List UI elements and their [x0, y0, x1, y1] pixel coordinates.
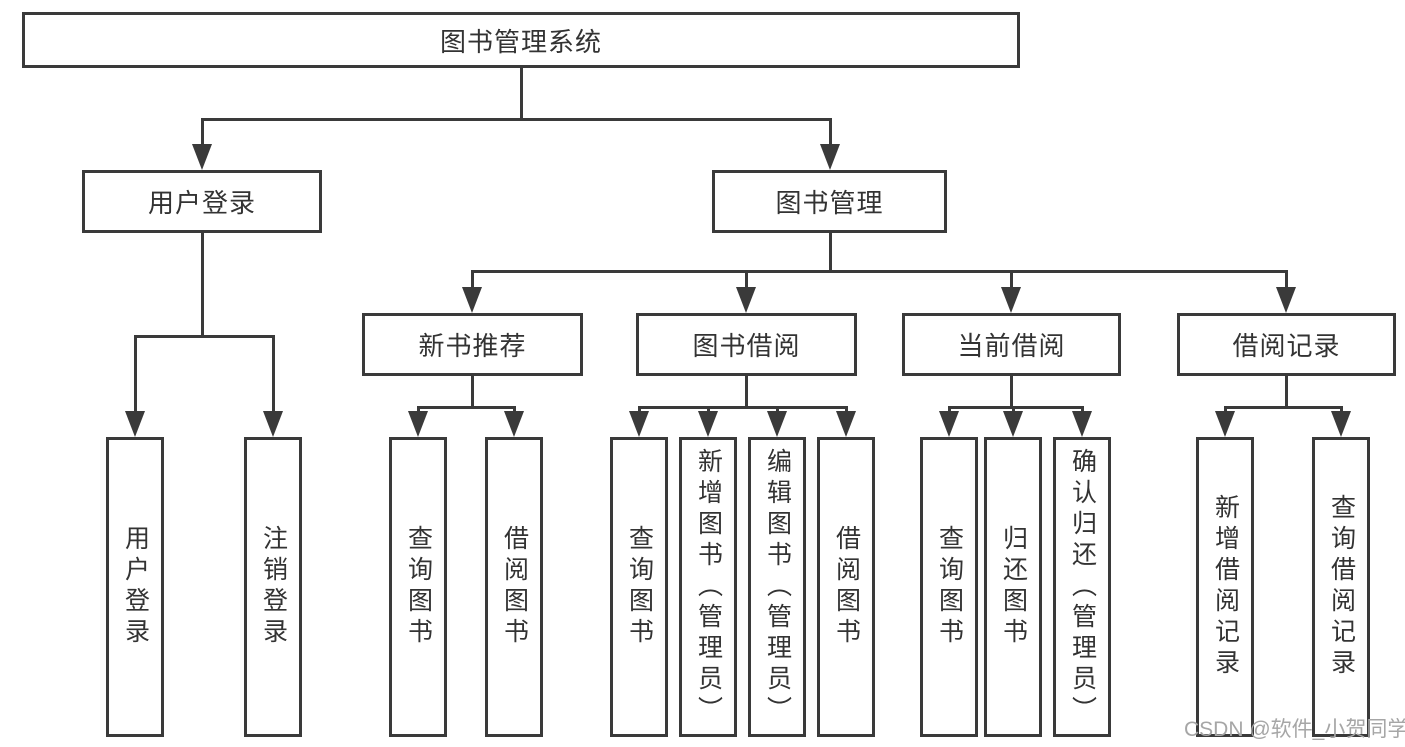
leaf-bb-edit-books-admin-label: 编辑图书（管理员）	[763, 447, 792, 727]
leaf-bb-query-books: 查询图书	[610, 437, 668, 737]
connector-line	[417, 406, 515, 409]
leaf-user-login-label: 用户登录	[121, 525, 150, 649]
connector-line	[1010, 376, 1013, 408]
node-current-borrowing-label: 当前借阅	[957, 331, 1066, 361]
connector-line	[1224, 406, 1227, 415]
leaf-br-query-record-label: 查询借阅记录	[1327, 494, 1356, 680]
connector-line	[638, 406, 641, 415]
leaf-br-add-record: 新增借阅记录	[1196, 437, 1254, 737]
arrowhead-down-icon	[629, 411, 649, 437]
node-borrowing-records: 借阅记录	[1177, 313, 1396, 376]
arrowhead-down-icon	[1276, 287, 1296, 313]
leaf-bb-borrow-books: 借阅图书	[817, 437, 875, 737]
arrowhead-down-icon	[125, 411, 145, 437]
node-borrowing-records-label: 借阅记录	[1232, 331, 1341, 361]
connector-line	[745, 376, 748, 408]
arrowhead-down-icon	[1072, 411, 1092, 437]
connector-line	[1010, 270, 1013, 289]
leaf-nb-borrow-books: 借阅图书	[485, 437, 543, 737]
connector-line	[272, 335, 275, 413]
node-root-label: 图书管理系统	[439, 26, 602, 57]
connector-line	[638, 406, 847, 409]
connector-line	[776, 406, 779, 415]
connector-line	[1340, 406, 1343, 415]
leaf-br-query-record: 查询借阅记录	[1312, 437, 1370, 737]
arrowhead-down-icon	[263, 411, 283, 437]
leaf-user-login: 用户登录	[106, 437, 164, 737]
arrowhead-down-icon	[736, 287, 756, 313]
node-book-borrowing-label: 图书借阅	[692, 331, 801, 361]
connector-line	[471, 376, 474, 408]
connector-line	[471, 270, 1287, 273]
node-new-book-recommend: 新书推荐	[362, 313, 583, 376]
connector-line	[134, 335, 274, 338]
leaf-cb-return-books-label: 归还图书	[999, 525, 1028, 649]
leaf-nb-query-books-label: 查询图书	[404, 525, 433, 649]
connector-line	[1224, 406, 1342, 409]
connector-line	[417, 406, 420, 415]
connector-line	[829, 118, 832, 148]
leaf-cb-confirm-return-admin-label: 确认归还（管理员）	[1068, 447, 1097, 727]
connector-line	[201, 118, 831, 121]
leaf-bb-add-books-admin-label: 新增图书（管理员）	[694, 447, 723, 727]
node-new-book-recommend-label: 新书推荐	[418, 331, 527, 361]
leaf-cb-query-books-label: 查询图书	[935, 525, 964, 649]
node-book-management-label: 图书管理	[775, 188, 884, 218]
node-current-borrowing: 当前借阅	[902, 313, 1121, 376]
arrowhead-down-icon	[1331, 411, 1351, 437]
connector-line	[134, 335, 137, 413]
leaf-cb-return-books: 归还图书	[984, 437, 1042, 737]
leaf-cb-confirm-return-admin: 确认归还（管理员）	[1053, 437, 1111, 737]
node-user-login: 用户登录	[82, 170, 322, 233]
connector-line	[1081, 406, 1084, 415]
connector-line	[829, 233, 832, 272]
connector-line	[513, 406, 516, 415]
connector-line	[1285, 270, 1288, 289]
leaf-nb-query-books: 查询图书	[389, 437, 447, 737]
arrowhead-down-icon	[939, 411, 959, 437]
node-book-management: 图书管理	[712, 170, 947, 233]
leaf-br-add-record-label: 新增借阅记录	[1211, 494, 1240, 680]
connector-line	[948, 406, 1083, 409]
connector-line	[948, 406, 951, 415]
arrowhead-down-icon	[504, 411, 524, 437]
arrowhead-down-icon	[192, 144, 212, 170]
connector-line	[1285, 376, 1288, 408]
leaf-bb-add-books-admin: 新增图书（管理员）	[679, 437, 737, 737]
arrowhead-down-icon	[1215, 411, 1235, 437]
connector-line	[707, 406, 710, 415]
arrowhead-down-icon	[820, 144, 840, 170]
leaf-bb-query-books-label: 查询图书	[625, 525, 654, 649]
leaf-cb-query-books: 查询图书	[920, 437, 978, 737]
arrowhead-down-icon	[698, 411, 718, 437]
arrowhead-down-icon	[767, 411, 787, 437]
node-root: 图书管理系统	[22, 12, 1020, 68]
leaf-nb-borrow-books-label: 借阅图书	[500, 525, 529, 649]
connector-line	[471, 270, 474, 289]
csdn-watermark: CSDN @软件_小贺同学	[1184, 718, 1405, 741]
arrowhead-down-icon	[1001, 287, 1021, 313]
leaf-logout-label: 注销登录	[259, 525, 288, 649]
leaf-bb-edit-books-admin: 编辑图书（管理员）	[748, 437, 806, 737]
connector-line	[201, 118, 204, 148]
connector-line	[845, 406, 848, 415]
arrowhead-down-icon	[408, 411, 428, 437]
node-book-borrowing: 图书借阅	[636, 313, 857, 376]
arrowhead-down-icon	[1003, 411, 1023, 437]
connector-line	[1012, 406, 1015, 415]
leaf-bb-borrow-books-label: 借阅图书	[832, 525, 861, 649]
node-user-login-label: 用户登录	[147, 188, 256, 218]
connector-line	[745, 270, 748, 289]
connector-line	[201, 233, 204, 337]
arrowhead-down-icon	[462, 287, 482, 313]
leaf-logout: 注销登录	[244, 437, 302, 737]
connector-line	[520, 68, 523, 120]
arrowhead-down-icon	[836, 411, 856, 437]
